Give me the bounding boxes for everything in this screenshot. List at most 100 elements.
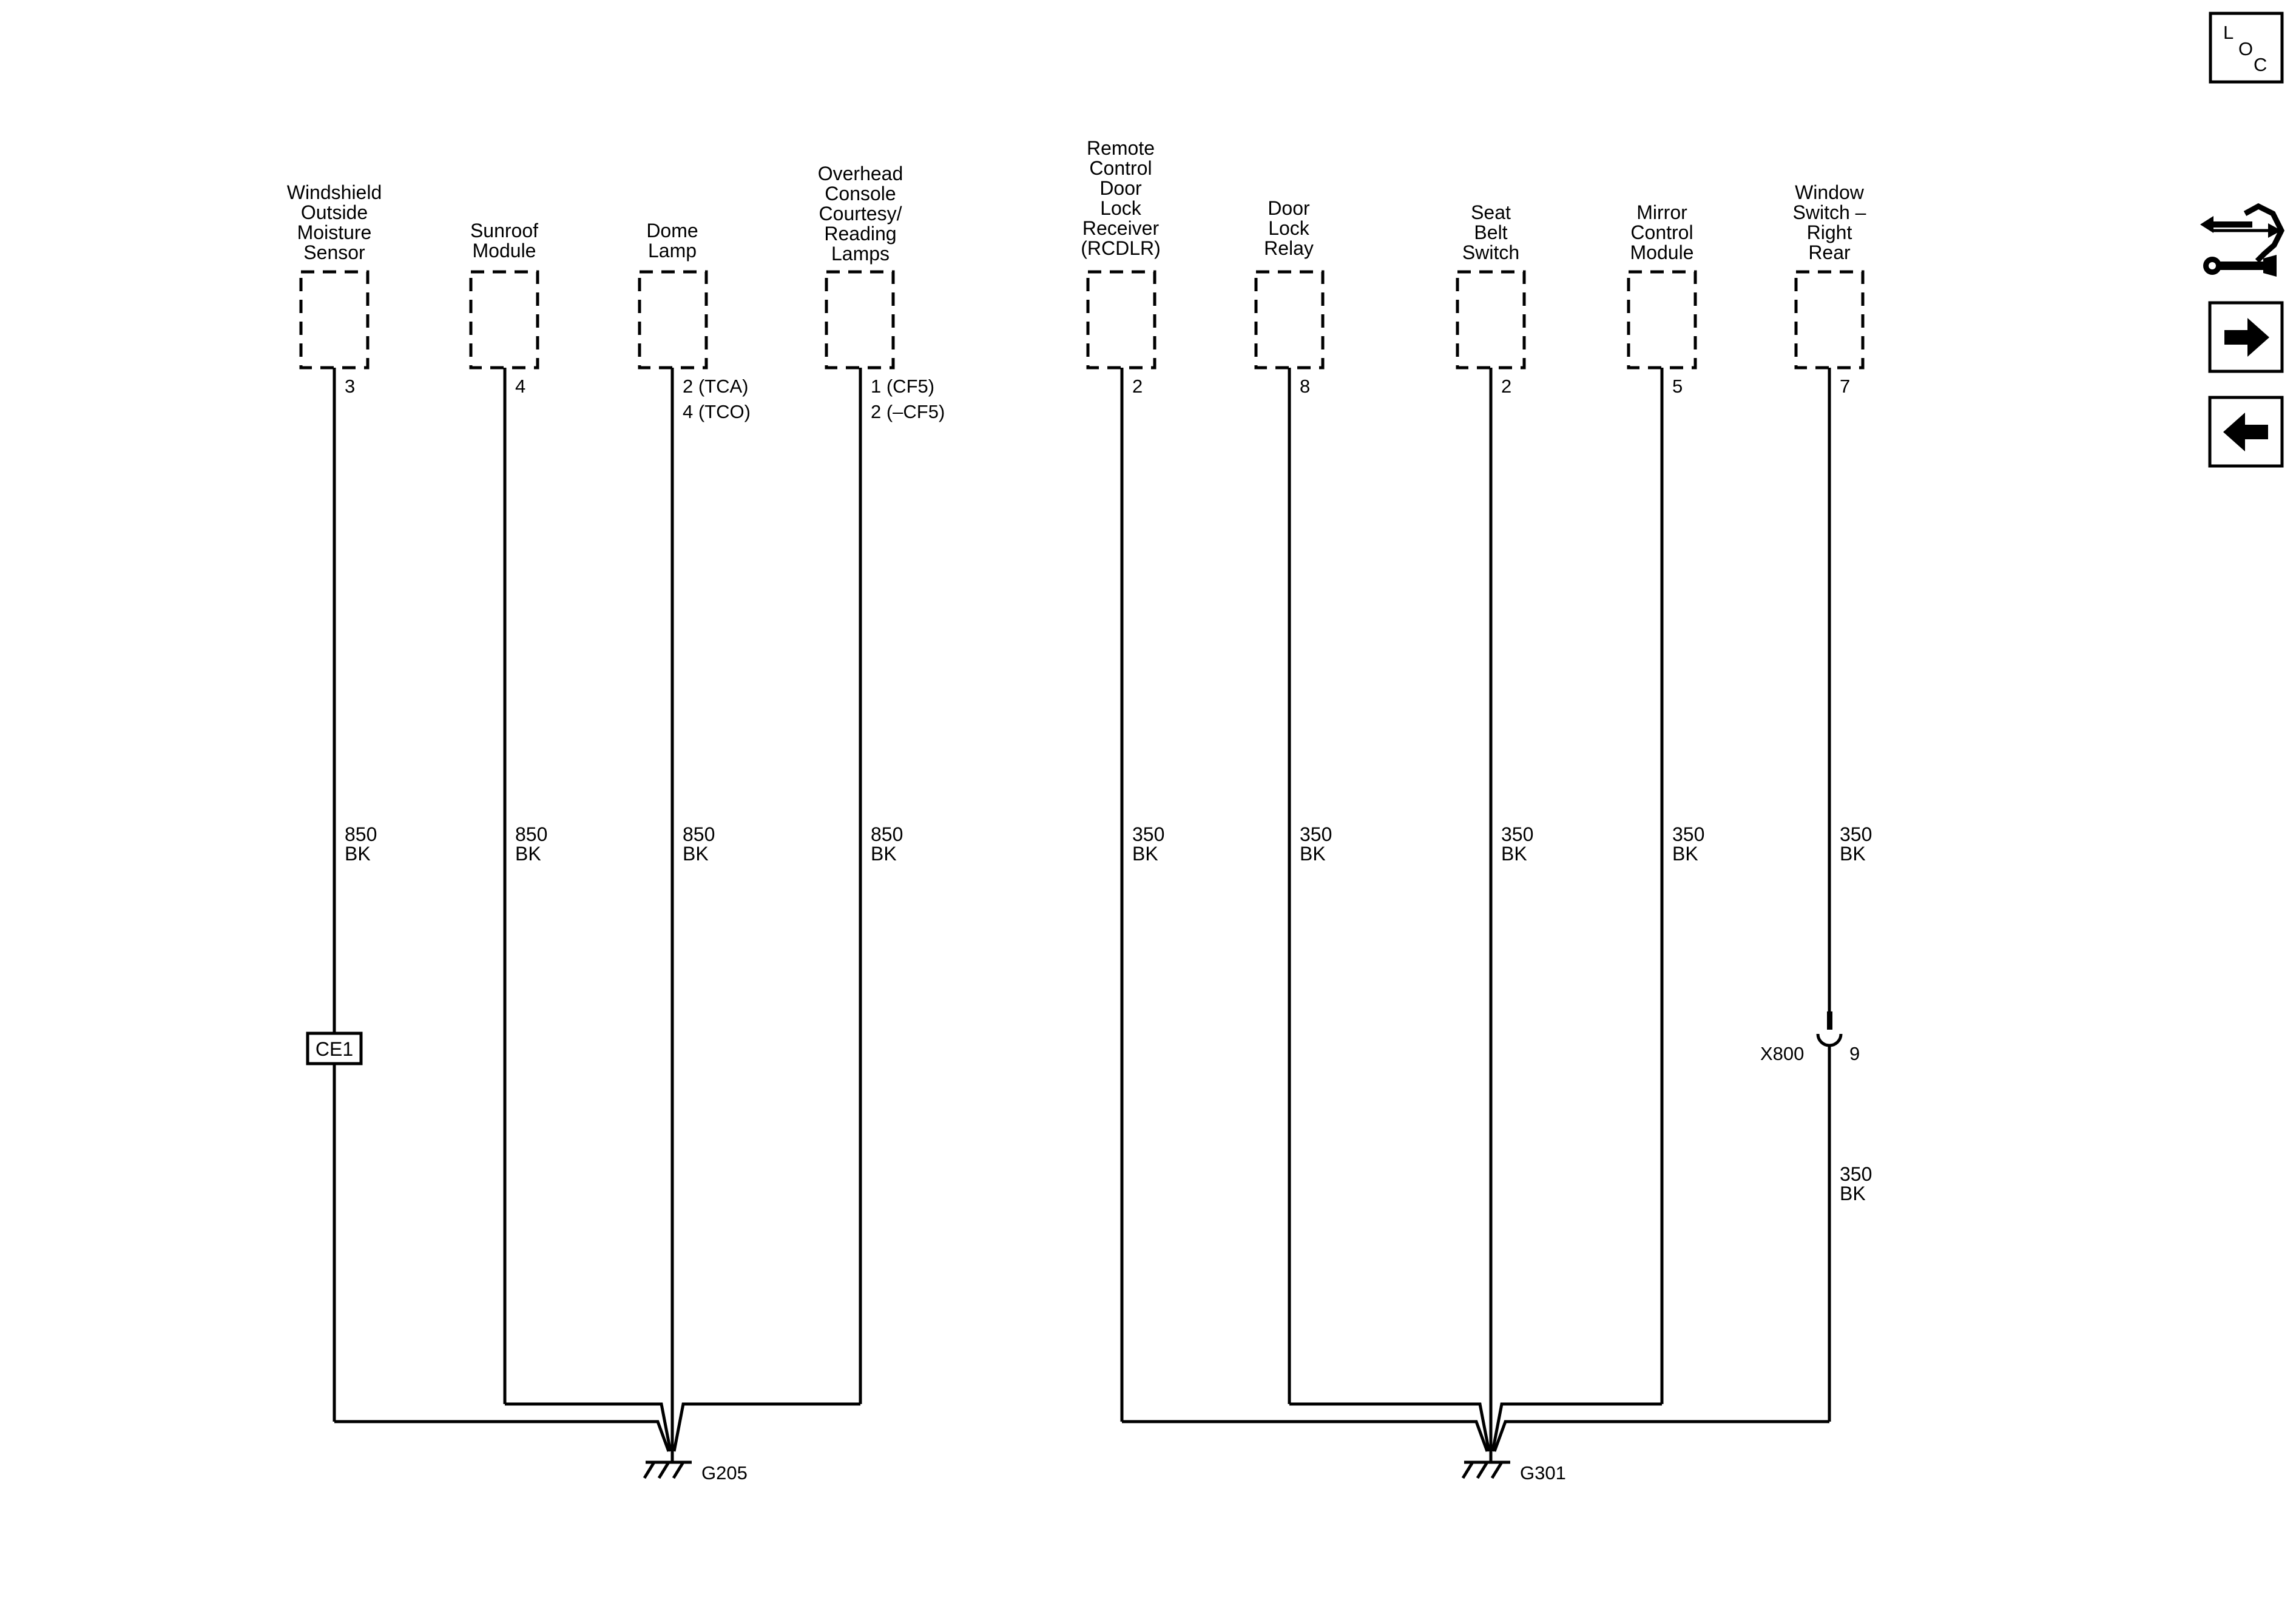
component-label: Module bbox=[1630, 241, 1694, 263]
ground-symbol bbox=[672, 1461, 685, 1479]
wire-size-label: 850 bbox=[345, 823, 377, 845]
wire-size-label: 850 bbox=[683, 823, 715, 845]
component-label: Remote bbox=[1087, 137, 1155, 159]
component-label: Lock bbox=[1268, 217, 1310, 239]
component-label: Windshield bbox=[287, 181, 382, 203]
pin-label: 4 (TCO) bbox=[683, 401, 751, 422]
component-label: Reading bbox=[824, 223, 896, 245]
wire-size-label: 350 bbox=[1840, 823, 1872, 845]
wire-size-label: 350 bbox=[1132, 823, 1164, 845]
connector-label: X800 bbox=[1760, 1043, 1804, 1064]
component-label: Courtesy/ bbox=[819, 203, 902, 224]
component-box bbox=[1627, 270, 1697, 370]
component-box bbox=[1456, 270, 1526, 370]
splice-ce1: CE1 bbox=[306, 1031, 363, 1422]
wire-color-label: BK bbox=[1672, 843, 1698, 865]
component-label: Receiver bbox=[1082, 217, 1160, 239]
loc-button[interactable]: L O C bbox=[2209, 12, 2284, 84]
connector-x800: X800 9 350 BK bbox=[1760, 1011, 1872, 1422]
splice-label: CE1 bbox=[316, 1038, 353, 1060]
next-page-button[interactable] bbox=[2208, 301, 2284, 373]
component-label: Overhead bbox=[818, 163, 903, 184]
ground-label: G205 bbox=[701, 1462, 748, 1484]
wire-size-label: 350 bbox=[1840, 1163, 1872, 1185]
ground-wire bbox=[1493, 1420, 1829, 1452]
component-label: Sensor bbox=[303, 241, 365, 263]
loc-letter: O bbox=[2238, 38, 2253, 59]
pin-label: 2 bbox=[1132, 376, 1143, 397]
ground-symbol bbox=[643, 1461, 656, 1479]
component-label: Sunroof bbox=[470, 220, 538, 241]
ground-bus-g205: G205 bbox=[334, 1402, 860, 1484]
component-box bbox=[469, 270, 539, 370]
ground-wire bbox=[1289, 1402, 1491, 1452]
wire-color-label: BK bbox=[1501, 843, 1527, 865]
ground-symbol bbox=[1490, 1461, 1504, 1479]
ground-wire bbox=[672, 1402, 860, 1452]
pin-label: 3 bbox=[345, 376, 355, 397]
component-label: Moisture bbox=[297, 221, 372, 243]
wire-size-label: 850 bbox=[871, 823, 903, 845]
wire-color-label: BK bbox=[345, 843, 371, 865]
wire-color-label: BK bbox=[1840, 1183, 1866, 1204]
component-box bbox=[825, 270, 895, 370]
ground-bus-g301: G301 bbox=[1122, 1402, 1829, 1484]
component-label: Door bbox=[1099, 177, 1142, 199]
component-label: Dome bbox=[646, 220, 698, 241]
pin-label: 2 (–CF5) bbox=[871, 401, 945, 422]
wire-color-label: BK bbox=[1840, 843, 1866, 865]
wire-color-label: BK bbox=[1300, 843, 1326, 865]
connector-socket bbox=[1816, 1033, 1843, 1047]
connector-pin bbox=[1827, 1011, 1832, 1030]
wire-size-label: 350 bbox=[1501, 823, 1533, 845]
component-label: Seat bbox=[1471, 201, 1511, 223]
component-label: (RCDLR) bbox=[1081, 237, 1161, 259]
wire-color-label: BK bbox=[871, 843, 897, 865]
component-seat-belt-switch: Seat Belt Switch 2 350 BK bbox=[1456, 201, 1533, 1449]
component-mirror-control-module: Mirror Control Module 5 350 BK bbox=[1627, 201, 1704, 1404]
pin-label: 4 bbox=[515, 376, 525, 397]
component-window-switch-right-rear: Window Switch – Right Rear 7 350 BK bbox=[1793, 181, 1872, 1016]
component-label: Right bbox=[1807, 221, 1852, 243]
component-label: Lamps bbox=[831, 243, 890, 265]
component-rcdlr: Remote Control Door Lock Receiver (RCDLR… bbox=[1081, 137, 1164, 1422]
connector-wrench-icon[interactable] bbox=[2200, 203, 2285, 277]
pin-label: 5 bbox=[1672, 376, 1683, 397]
arrow-left-icon[interactable] bbox=[2208, 396, 2284, 468]
wire-size-label: 850 bbox=[515, 823, 547, 845]
wire-size-label: 350 bbox=[1300, 823, 1332, 845]
wire-size-label: 350 bbox=[1672, 823, 1704, 845]
ground-wire bbox=[505, 1402, 672, 1452]
loc-icon[interactable] bbox=[2209, 12, 2284, 84]
component-box bbox=[299, 270, 370, 370]
component-label: Door bbox=[1268, 197, 1310, 219]
component-label: Mirror bbox=[1636, 201, 1687, 223]
pin-label: 7 bbox=[1840, 376, 1850, 397]
ground-symbol bbox=[657, 1461, 670, 1479]
component-label: Window bbox=[1795, 181, 1865, 203]
component-label: Control bbox=[1089, 157, 1152, 179]
component-label: Console bbox=[825, 183, 896, 204]
component-box bbox=[1086, 270, 1156, 370]
component-dome-lamp: Dome Lamp 2 (TCA) 4 (TCO) 850 BK bbox=[638, 220, 751, 1449]
component-label: Switch bbox=[1462, 241, 1519, 263]
component-overhead-console-lamps: Overhead Console Courtesy/ Reading Lamps… bbox=[818, 163, 945, 1404]
component-label: Belt bbox=[1474, 221, 1507, 243]
component-box bbox=[1254, 270, 1325, 370]
component-door-lock-relay: Door Lock Relay 8 350 BK bbox=[1254, 197, 1332, 1404]
loc-letter: L bbox=[2223, 22, 2234, 43]
wire-color-label: BK bbox=[683, 843, 709, 865]
component-label: Outside bbox=[301, 201, 368, 223]
ground-symbol bbox=[1476, 1461, 1489, 1479]
prev-page-button[interactable] bbox=[2208, 396, 2284, 468]
wire-color-label: BK bbox=[515, 843, 541, 865]
connector-pin-label: 9 bbox=[1849, 1043, 1860, 1064]
component-label: Lock bbox=[1100, 197, 1142, 219]
component-label: Rear bbox=[1808, 241, 1851, 263]
ground-symbol bbox=[1461, 1461, 1474, 1479]
pin-label: 1 (CF5) bbox=[871, 376, 934, 397]
pin-label: 2 bbox=[1501, 376, 1511, 397]
component-sunroof-module: Sunroof Module 4 850 BK bbox=[469, 220, 547, 1404]
ground-wire bbox=[334, 1420, 670, 1452]
